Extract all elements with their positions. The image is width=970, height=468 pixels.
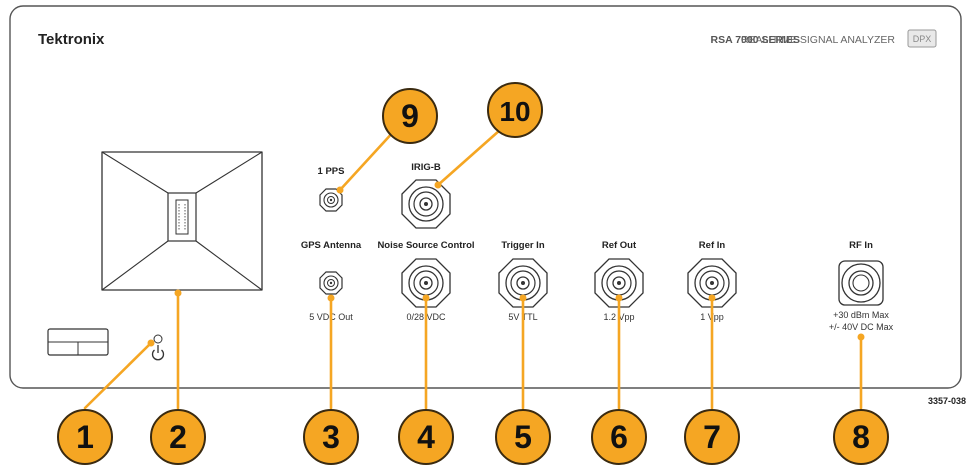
callout-9: 9: [382, 88, 438, 144]
front-handle: [47, 328, 109, 356]
figure-id: 3357-038: [928, 396, 966, 406]
power-led-icon: [153, 334, 163, 344]
callout-2: 2: [150, 409, 206, 465]
rfin-sublabel-1: +30 dBm Max: [833, 310, 889, 320]
callout-group: 1 2 3 4 5 6 7 8 9 10: [57, 82, 889, 465]
svg-text:DPX: DPX: [913, 34, 932, 44]
gps-label: GPS Antenna: [301, 240, 362, 251]
callout-5: 5: [495, 409, 551, 465]
callout-number: 6: [610, 419, 628, 455]
leader-endpoints: [147, 181, 865, 347]
callout-6: 6: [591, 409, 647, 465]
model-series: RSA 7000 SERIES: [711, 34, 801, 46]
power-icon[interactable]: [151, 345, 165, 361]
callout-number: 2: [169, 419, 187, 455]
brand-logo: Tektronix: [38, 31, 105, 48]
rfin-sublabel-2: +/- 40V DC Max: [829, 322, 894, 332]
callout-number: 5: [514, 419, 532, 455]
trigger-label: Trigger In: [501, 240, 544, 251]
rfin-connector[interactable]: [838, 260, 884, 306]
leader-lines: [83, 128, 863, 410]
callout-7: 7: [684, 409, 740, 465]
callout-number: 10: [499, 96, 530, 127]
dpx-badge: DPX: [907, 29, 937, 48]
refin-label: Ref In: [699, 240, 726, 251]
callout-8: 8: [833, 409, 889, 465]
pps-label: 1 PPS: [318, 166, 345, 177]
callout-number: 7: [703, 419, 721, 455]
callout-number: 9: [401, 98, 419, 134]
rfin-label: RF In: [849, 240, 873, 251]
callout-number: 1: [76, 419, 94, 455]
irig-label: IRIG-B: [411, 162, 441, 173]
model-description: REAL-TIME SIGNAL ANALYZER: [741, 34, 895, 46]
callout-3: 3: [303, 409, 359, 465]
callout-10: 10: [487, 82, 543, 138]
callout-4: 4: [398, 409, 454, 465]
callout-number: 4: [417, 419, 435, 455]
callout-number: 8: [852, 419, 870, 455]
callout-1: 1: [57, 409, 113, 465]
irig-connector[interactable]: [401, 179, 451, 229]
gps-connector[interactable]: [319, 271, 343, 295]
display-bay: [101, 151, 263, 291]
refout-label: Ref Out: [602, 240, 637, 251]
noise-label: Noise Source Control: [377, 240, 474, 251]
callout-number: 3: [322, 419, 340, 455]
